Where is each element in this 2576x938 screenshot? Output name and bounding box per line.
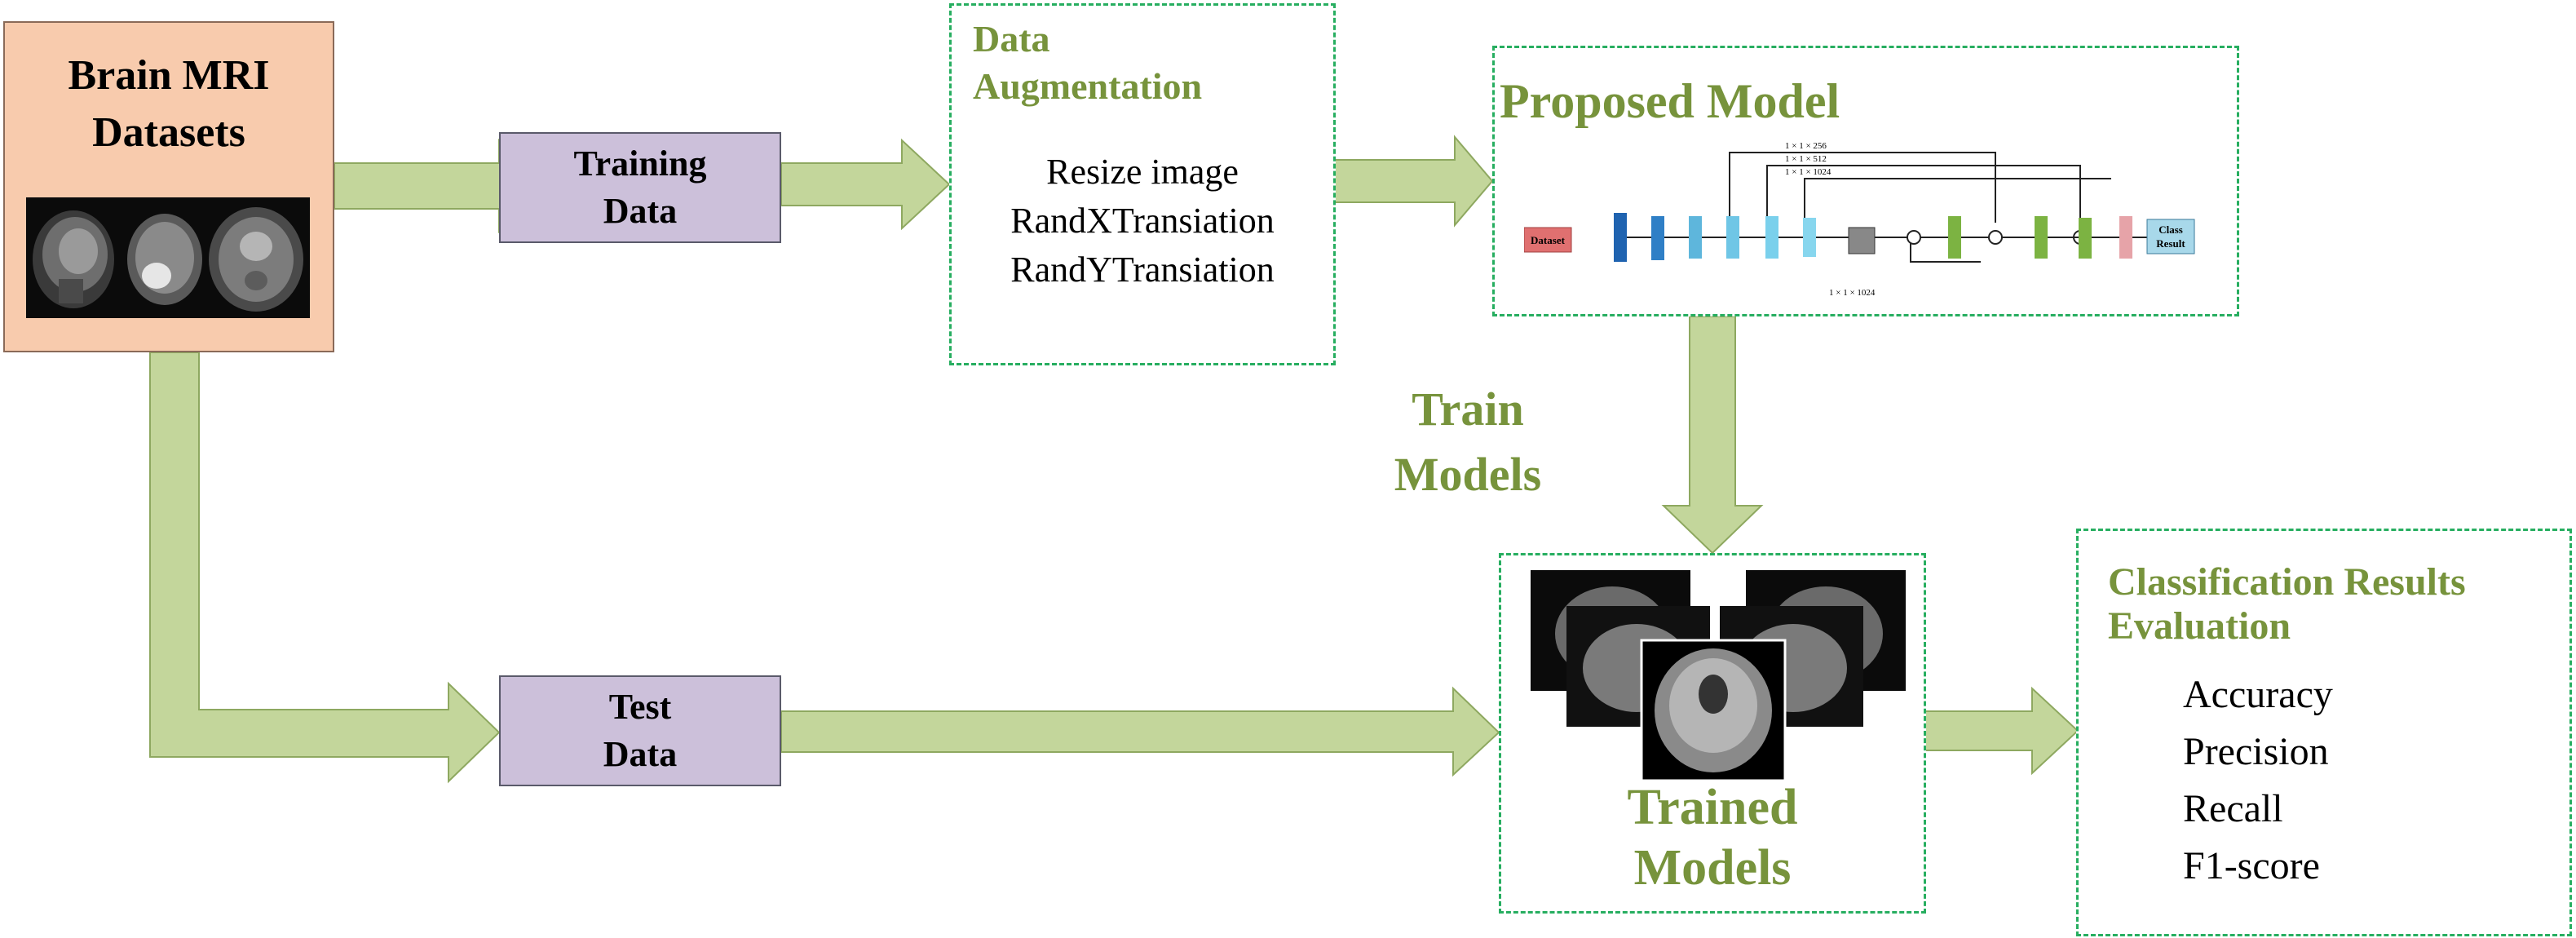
evaluation-metrics-list: Accuracy Precision Recall F1-score bbox=[2183, 666, 2333, 895]
model-input-node bbox=[1524, 227, 1572, 253]
conv-block-6 bbox=[1803, 218, 1816, 257]
conv-block-5 bbox=[1765, 216, 1778, 259]
class-result-node bbox=[2146, 219, 2195, 254]
mri-thumbnail-strip bbox=[26, 197, 310, 318]
augmentation-title: Data Augmentation bbox=[973, 18, 1203, 107]
train-models-label: Train Models bbox=[1394, 383, 1542, 501]
arrow-source-to-test bbox=[149, 352, 501, 784]
data-augmentation-box: Data Augmentation Resize image RandXTran… bbox=[949, 3, 1336, 365]
arrow-proposed-to-trained bbox=[1661, 316, 1764, 555]
training-data-box: Training Data bbox=[499, 132, 781, 243]
trained-models-title: Trained Models bbox=[1627, 780, 1798, 896]
bottom-label: 1 × 1 × 1024 bbox=[1829, 288, 1876, 298]
concat-node-2 bbox=[1988, 230, 2003, 245]
pooling-block bbox=[1848, 227, 1876, 254]
trained-models-box: Trained Models bbox=[1499, 553, 1926, 914]
conv-block-1 bbox=[1614, 213, 1627, 262]
conv-block-3 bbox=[1689, 216, 1702, 259]
metric-recall: Recall bbox=[2183, 787, 2283, 830]
arrow-augmentation-to-proposed bbox=[1333, 135, 1494, 228]
mri-thumbnail-1 bbox=[33, 210, 114, 308]
conv-block-2 bbox=[1651, 216, 1664, 260]
test-data-box: Test Data bbox=[499, 675, 781, 786]
model-architecture-diagram: Dataset bbox=[1524, 152, 2111, 263]
arrow-trained-to-evaluation bbox=[1924, 686, 2079, 776]
trained-mri-collage bbox=[1531, 570, 1906, 781]
skip-label-3: 1 × 1 × 1024 bbox=[1785, 167, 1831, 177]
proposed-model-title: Proposed Model bbox=[1500, 74, 1840, 128]
skip-label-1: 1 × 1 × 256 bbox=[1785, 141, 1827, 151]
green-block-2 bbox=[2035, 216, 2048, 259]
model-architecture-tail: Class Result bbox=[2049, 216, 2195, 259]
arrow-training-to-augmentation bbox=[780, 138, 951, 231]
svg-text:Class: Class bbox=[2158, 223, 2183, 236]
metric-precision: Precision bbox=[2183, 730, 2329, 773]
skip-label-2: 1 × 1 × 512 bbox=[1785, 154, 1827, 164]
brain-mri-datasets-box: Brain MRI Datasets bbox=[3, 21, 334, 352]
green-block-3 bbox=[2079, 218, 2092, 259]
metric-accuracy: Accuracy bbox=[2183, 673, 2333, 716]
mri-thumbnail-2 bbox=[127, 214, 202, 305]
green-block-1 bbox=[1948, 216, 1961, 259]
conv-block-4 bbox=[1726, 216, 1739, 259]
svg-text:Result: Result bbox=[2156, 237, 2185, 250]
evaluation-title: Classification Results Evaluation bbox=[2108, 560, 2466, 648]
brain-mri-datasets-title: Brain MRI Datasets bbox=[68, 52, 270, 156]
svg-text:Dataset: Dataset bbox=[1531, 234, 1566, 246]
concat-node-1 bbox=[1907, 230, 1921, 245]
softmax-block bbox=[2119, 216, 2132, 259]
arrow-test-to-trained bbox=[780, 686, 1500, 777]
proposed-model-box: Proposed Model Dataset bbox=[1492, 46, 2239, 316]
evaluation-box: Classification Results Evaluation Accura… bbox=[2076, 529, 2572, 936]
metric-f1-score: F1-score bbox=[2183, 844, 2320, 887]
augmentation-list: Resize image RandXTransiation RandYTrans… bbox=[1010, 152, 1275, 290]
mri-thumbnail-3 bbox=[209, 207, 303, 312]
